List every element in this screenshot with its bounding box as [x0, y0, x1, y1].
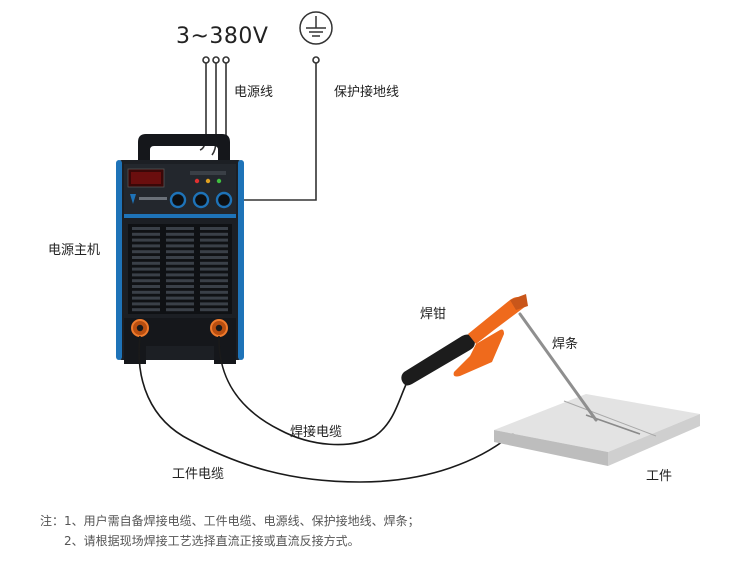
control-knob-3[interactable] — [215, 191, 233, 209]
vent-slot — [166, 250, 194, 254]
vent-slot — [200, 279, 228, 283]
vent-slot — [132, 232, 160, 236]
vent-slot — [200, 261, 228, 265]
electrode-rod — [518, 312, 598, 422]
note-line-1: 注：1、用户需自备焊接电缆、工件电缆、电源线、保护接地线、焊条； — [40, 514, 420, 528]
vent-slot — [166, 308, 194, 312]
vent-slot — [132, 308, 160, 312]
welding-cable — [218, 335, 413, 446]
ground-wire — [238, 56, 320, 201]
label-electrode: 焊条 — [552, 336, 578, 352]
label-workpiece: 工件 — [646, 469, 672, 484]
vent-slot — [132, 227, 160, 230]
vent-slot — [200, 290, 228, 294]
vent-slot — [200, 244, 228, 248]
ground-symbol-icon — [299, 11, 333, 45]
vent-slot — [132, 261, 160, 265]
vent-slot — [200, 273, 228, 277]
label-power-unit: 电源主机 — [48, 243, 100, 258]
label-welding-cable: 焊接电缆 — [290, 424, 342, 440]
vent-slot — [132, 302, 160, 306]
vent-slot — [166, 256, 194, 259]
vent-slot — [132, 244, 160, 248]
vent-slot — [132, 290, 160, 294]
vent-slot — [132, 296, 160, 300]
vent-slot — [132, 273, 160, 277]
vent-slot — [132, 285, 160, 288]
vent-slot — [166, 244, 194, 248]
label-electrode-holder: 焊钳 — [420, 306, 446, 322]
positive-terminal[interactable] — [210, 319, 228, 337]
supply-voltage: 3~380V — [176, 24, 269, 49]
vent-slot — [132, 256, 160, 259]
control-knob-2[interactable] — [192, 191, 210, 209]
vent-slot — [166, 261, 194, 265]
label-power-line: 电源线 — [234, 85, 273, 100]
negative-terminal[interactable] — [131, 319, 149, 337]
vent-slot — [166, 285, 194, 288]
vent-slot — [200, 267, 228, 271]
vent-slot — [200, 302, 228, 306]
vent-slot — [166, 238, 194, 242]
power-unit — [116, 134, 244, 364]
vent-slot — [166, 302, 194, 306]
vent-slot — [200, 296, 228, 300]
vent-slot — [166, 290, 194, 294]
vent-slot — [132, 279, 160, 283]
vent-slot — [166, 232, 194, 236]
electrode-holder[interactable] — [401, 294, 528, 386]
vent-slot — [132, 267, 160, 271]
vent-slot — [200, 256, 228, 259]
vent-slot — [166, 267, 194, 271]
vent-slot — [166, 296, 194, 300]
vent-slot — [200, 285, 228, 288]
control-knob-1[interactable] — [169, 191, 187, 209]
workpiece — [494, 394, 700, 466]
note-line-2: 2、请根据现场焊接工艺选择直流正接或直流反接方式。 — [64, 534, 360, 548]
label-ground-line: 保护接地线 — [334, 84, 399, 100]
label-work-cable: 工件电缆 — [172, 466, 224, 482]
vent-slot — [200, 250, 228, 254]
vent-slot — [132, 238, 160, 242]
vent-slot — [132, 250, 160, 254]
vent-slot — [200, 232, 228, 236]
vent-slot — [166, 279, 194, 283]
vent-slot — [200, 227, 228, 230]
vent-slot — [166, 227, 194, 230]
vent-slot — [200, 238, 228, 242]
vent-slot — [166, 273, 194, 277]
vent-slot — [200, 308, 228, 312]
